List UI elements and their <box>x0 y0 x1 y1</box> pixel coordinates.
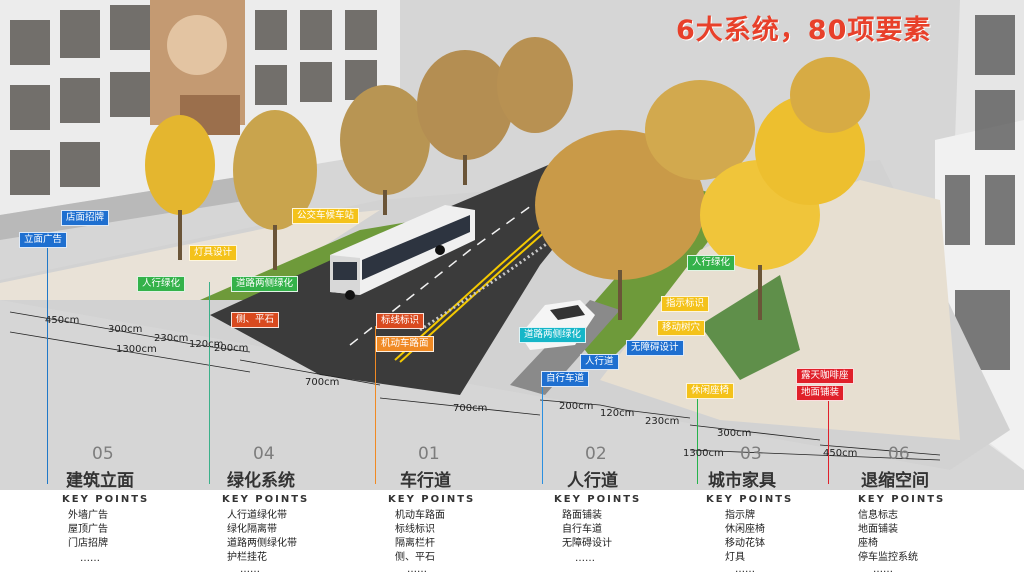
system-number: 06 <box>888 444 910 464</box>
key-point-item: 外墙广告 <box>68 510 108 521</box>
system-title: 城市家具 <box>708 471 776 491</box>
key-point-item: 绿化隔离带 <box>227 524 277 535</box>
dim-300-left: 300cm <box>108 324 143 335</box>
leader-line-06 <box>828 392 829 484</box>
key-points-label: KEY POINTS <box>554 494 642 505</box>
key-points-label: KEY POINTS <box>222 494 310 505</box>
key-point-item: 指示牌 <box>725 510 755 521</box>
key-points-label: KEY POINTS <box>62 494 150 505</box>
tag-barrier-free: 无障碍设计 <box>626 340 684 356</box>
key-point-item: 无障碍设计 <box>562 538 612 549</box>
key-points-label: KEY POINTS <box>858 494 946 505</box>
key-point-item: 停车监控系统 <box>858 552 918 563</box>
key-point-item: 移动花钵 <box>725 538 765 549</box>
key-point-item: 屋顶广告 <box>68 524 108 535</box>
tag-pedestrian-green-right: 人行绿化 <box>687 255 736 271</box>
key-point-item: 隔离栏杆 <box>395 538 435 549</box>
dim-120-right: 120cm <box>600 408 635 419</box>
dim-700-left: 700cm <box>305 377 340 388</box>
dim-700-right: 700cm <box>453 403 488 414</box>
street-perspective-illustration <box>0 0 1024 470</box>
key-point-item: 信息标志 <box>858 510 898 521</box>
system-title: 人行道 <box>567 471 618 491</box>
key-point-item: 路面铺装 <box>562 510 602 521</box>
system-number: 01 <box>418 444 440 464</box>
leader-line-01 <box>375 326 376 484</box>
tag-rest-seat: 休闲座椅 <box>686 383 735 399</box>
tag-ground-paving: 地面铺装 <box>796 385 845 401</box>
dim-120-left: 120cm <box>189 339 224 350</box>
system-number: 03 <box>740 444 762 464</box>
key-point-item: 道路两侧绿化带 <box>227 538 297 549</box>
street-trees <box>145 37 870 320</box>
key-point-item: 门店招牌 <box>68 538 108 549</box>
key-points-label: KEY POINTS <box>388 494 476 505</box>
dim-1300-left: 1300cm <box>116 344 157 355</box>
tag-sidewalk: 人行道 <box>580 354 619 370</box>
tag-road-marking: 标线标识 <box>376 313 425 329</box>
key-point-ellipsis: …… <box>407 564 427 575</box>
bus <box>330 205 475 300</box>
leader-line-03 <box>697 392 698 484</box>
key-point-item: 灯具 <box>725 552 745 563</box>
system-title: 退缩空间 <box>861 471 929 491</box>
key-point-ellipsis: …… <box>873 564 893 575</box>
tag-bike-lane: 自行车道 <box>541 371 590 387</box>
key-point-item: 护栏挂花 <box>227 552 267 563</box>
tag-planter: 移动树穴 <box>657 320 706 336</box>
leader-line-04 <box>209 282 210 484</box>
system-number: 05 <box>92 444 114 464</box>
key-point-item: 地面铺装 <box>858 524 898 535</box>
key-point-ellipsis: …… <box>735 564 755 575</box>
tag-curbstone: 侧、平石 <box>231 312 280 328</box>
key-point-item: 人行道绿化带 <box>227 510 287 521</box>
dim-230-right: 230cm <box>645 416 680 427</box>
key-point-item: 自行车道 <box>562 524 602 535</box>
tag-motor-pavement: 机动车路面 <box>376 336 434 352</box>
tag-lighting: 灯具设计 <box>189 245 238 261</box>
tag-roadside-green: 道路两侧绿化 <box>231 276 299 292</box>
key-point-ellipsis: …… <box>575 553 595 564</box>
tag-road-side-green-right: 道路两侧绿化 <box>519 327 587 343</box>
tag-storefront-sign: 店面招牌 <box>61 210 110 226</box>
key-point-item: 侧、平石 <box>395 552 435 563</box>
tag-pedestrian-green: 人行绿化 <box>137 276 186 292</box>
key-point-item: 机动车路面 <box>395 510 445 521</box>
system-number: 04 <box>253 444 275 464</box>
dim-300-right: 300cm <box>717 428 752 439</box>
tag-outdoor-cafe: 露天咖啡座 <box>796 368 854 384</box>
system-number: 02 <box>585 444 607 464</box>
leader-line-02 <box>542 384 543 484</box>
dim-200-left: 200cm <box>214 343 249 354</box>
dimension-lines <box>9 311 941 461</box>
system-title: 绿化系统 <box>227 471 295 491</box>
dim-450-right: 450cm <box>823 448 858 459</box>
key-points-label: KEY POINTS <box>706 494 794 505</box>
key-point-ellipsis: …… <box>80 553 100 564</box>
tag-signage: 指示标识 <box>661 296 710 312</box>
dim-1300-right: 1300cm <box>683 448 724 459</box>
leader-line-05 <box>47 236 48 484</box>
system-title: 建筑立面 <box>66 471 134 491</box>
dim-200-right: 200cm <box>559 401 594 412</box>
dim-450-left: 450cm <box>45 315 80 326</box>
key-point-item: 标线标识 <box>395 524 435 535</box>
dim-230-left: 230cm <box>154 333 189 344</box>
tag-facade-ad: 立面广告 <box>19 232 68 248</box>
key-point-item: 休闲座椅 <box>725 524 765 535</box>
roadway <box>210 160 620 395</box>
key-points-panel <box>0 490 1024 575</box>
key-point-item: 座椅 <box>858 538 878 549</box>
tag-bus-stop: 公交车候车站 <box>292 208 360 224</box>
key-point-ellipsis: …… <box>240 564 260 575</box>
headline: 6大系统，80项要素 <box>676 15 932 46</box>
system-title: 车行道 <box>400 471 451 491</box>
